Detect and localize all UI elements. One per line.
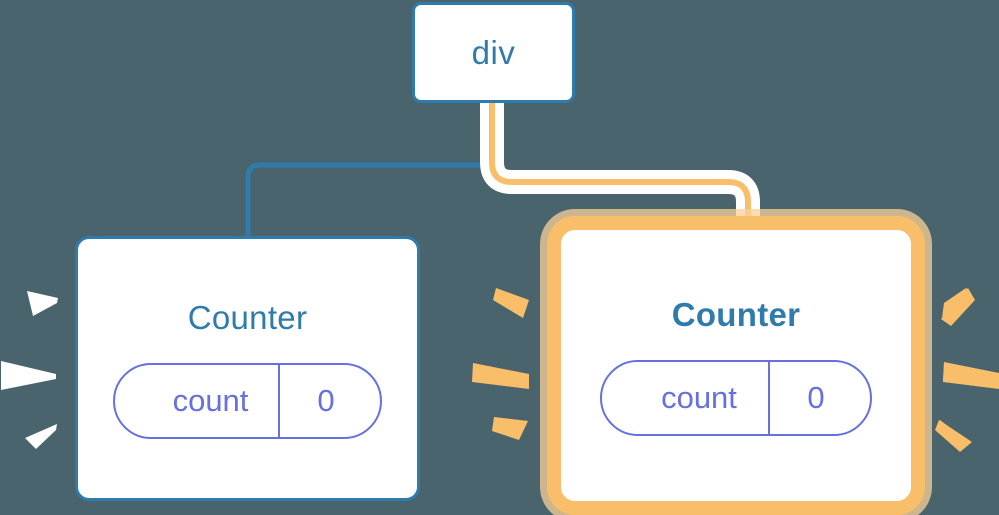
node-div-label: div [471, 33, 516, 71]
state-key-count: count [172, 382, 249, 418]
node-counter-right-label: Counter [671, 295, 801, 333]
state-pill-counter-right[interactable]: count 0 [600, 359, 872, 436]
counter-right-body: Counter count 0 [561, 230, 911, 501]
state-pill-counter-left[interactable]: count 0 [113, 362, 382, 439]
rays-counter-right-east [938, 288, 998, 449]
state-value-count: 0 [278, 364, 380, 437]
rays-counter-right-east-fill [935, 288, 999, 452]
node-div[interactable]: div [412, 2, 575, 103]
edge-root-to-counter-left [245, 102, 495, 236]
edge-root-to-counter-right [489, 102, 751, 232]
node-counter-right[interactable]: Counter count 0 [547, 216, 925, 515]
counter-left-body: Counter count 0 [78, 239, 417, 498]
rays-counter-right-west [472, 288, 529, 440]
edge-root-to-counter-right-halo [480, 102, 760, 232]
state-key-count: count [661, 379, 737, 415]
node-counter-right-inner-outline [561, 230, 911, 501]
rays-counter-left-west [1, 291, 58, 449]
node-counter-left[interactable]: Counter count 0 [75, 236, 420, 501]
node-counter-left-label: Counter [187, 298, 308, 336]
state-value-count: 0 [768, 361, 870, 434]
